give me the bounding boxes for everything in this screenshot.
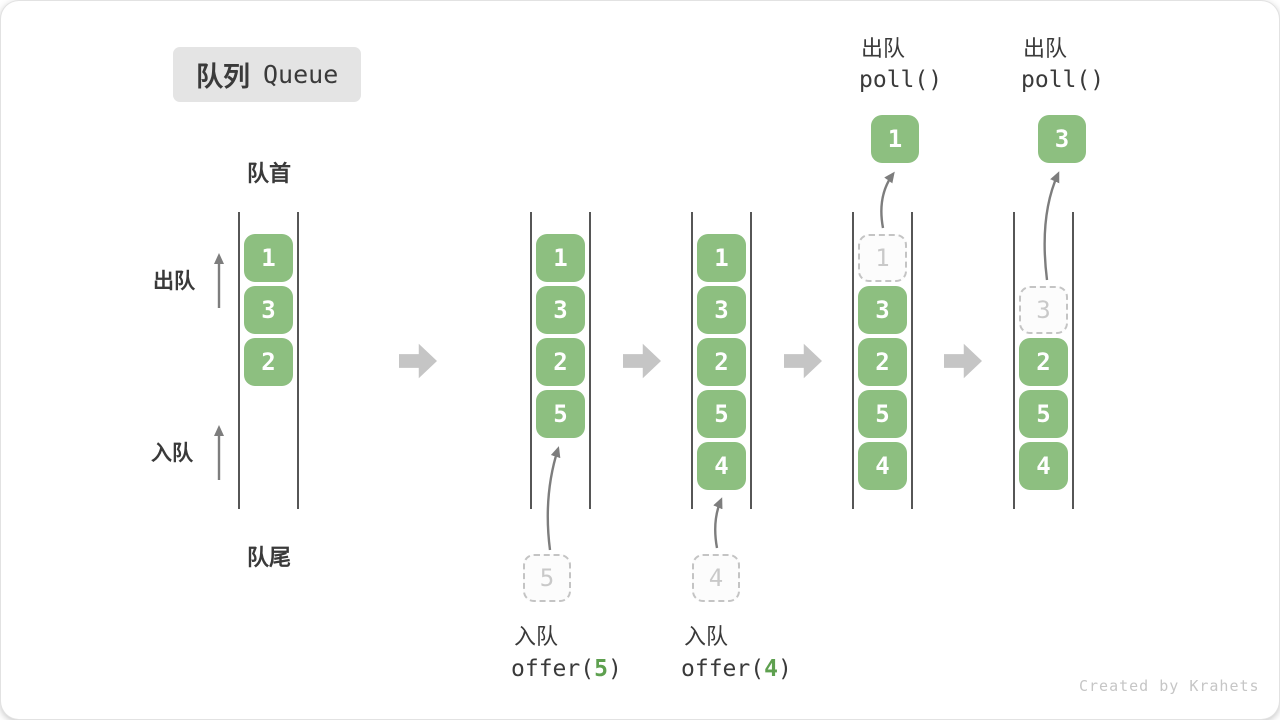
pending-item: 4 bbox=[692, 554, 740, 602]
queue-item: 5 bbox=[536, 390, 585, 438]
enqueue-op-label: 入队 bbox=[514, 624, 559, 649]
queue-rail bbox=[238, 212, 240, 509]
right-arrow-icon bbox=[399, 343, 437, 379]
queue-state-2: 1 3 2 5 bbox=[530, 212, 591, 509]
queue-state-4: 1 3 2 5 4 bbox=[852, 212, 913, 509]
queue-item: 2 bbox=[1019, 338, 1068, 386]
queue-item: 1 bbox=[536, 234, 585, 282]
dequeue-op-code: poll() bbox=[1021, 67, 1105, 93]
queue-item: 3 bbox=[536, 286, 585, 334]
pending-item: 5 bbox=[523, 554, 571, 602]
code-text: ) bbox=[607, 656, 622, 682]
queue-rail bbox=[750, 212, 752, 509]
queue-rail bbox=[1013, 212, 1015, 509]
queue-rear-label: 队尾 bbox=[246, 545, 291, 570]
code-text: offer( bbox=[511, 656, 595, 682]
title-en: Queue bbox=[263, 60, 339, 89]
title-badge: 队列 Queue bbox=[173, 47, 362, 102]
enqueue-op-code: offer(4) bbox=[681, 656, 792, 682]
queue-state-3: 1 3 2 5 4 bbox=[691, 212, 752, 509]
dequeue-op-label: 出队 bbox=[861, 36, 906, 61]
title-zh: 队列 bbox=[196, 62, 250, 92]
queue-rail bbox=[589, 212, 591, 509]
code-text: offer( bbox=[681, 656, 765, 682]
queue-item: 1 bbox=[697, 234, 746, 282]
dequeue-op-label: 出队 bbox=[1023, 36, 1068, 61]
queue-item: 3 bbox=[697, 286, 746, 334]
queue-item: 2 bbox=[244, 338, 293, 386]
queue-state-1: 1 3 2 bbox=[238, 212, 299, 509]
queue-item: 2 bbox=[858, 338, 907, 386]
queue-rail bbox=[691, 212, 693, 509]
queue-item: 4 bbox=[1019, 442, 1068, 490]
right-arrow-icon bbox=[944, 343, 982, 379]
queue-front-label: 队首 bbox=[246, 161, 291, 186]
queue-item: 5 bbox=[1019, 390, 1068, 438]
queue-rail bbox=[297, 212, 299, 509]
right-arrow-icon bbox=[784, 343, 822, 379]
queue-item: 1 bbox=[244, 234, 293, 282]
queue-item: 3 bbox=[858, 286, 907, 334]
enqueue-op-code: offer(5) bbox=[511, 656, 622, 682]
code-arg: 5 bbox=[594, 656, 608, 682]
watermark: Created by Krahets bbox=[1079, 677, 1260, 695]
removed-item-placeholder: 3 bbox=[1019, 286, 1068, 334]
queue-item: 4 bbox=[858, 442, 907, 490]
code-arg: 4 bbox=[764, 656, 778, 682]
right-arrow-icon bbox=[623, 343, 661, 379]
queue-state-5: 3 2 5 4 bbox=[1013, 212, 1074, 509]
queue-item: 2 bbox=[697, 338, 746, 386]
queue-item: 3 bbox=[244, 286, 293, 334]
queue-item: 4 bbox=[697, 442, 746, 490]
polled-item: 3 bbox=[1038, 115, 1086, 163]
queue-rail bbox=[530, 212, 532, 509]
code-text: ) bbox=[777, 656, 792, 682]
enqueue-side-label: 入队 bbox=[151, 442, 193, 465]
queue-item: 5 bbox=[697, 390, 746, 438]
queue-item: 2 bbox=[536, 338, 585, 386]
queue-item: 5 bbox=[858, 390, 907, 438]
dequeue-op-code: poll() bbox=[859, 67, 943, 93]
queue-rail bbox=[852, 212, 854, 509]
dequeue-side-label: 出队 bbox=[153, 270, 195, 293]
polled-item: 1 bbox=[871, 115, 919, 163]
queue-rail bbox=[911, 212, 913, 509]
queue-rail bbox=[1072, 212, 1074, 509]
enqueue-op-label: 入队 bbox=[684, 624, 729, 649]
removed-item-placeholder: 1 bbox=[858, 234, 907, 282]
